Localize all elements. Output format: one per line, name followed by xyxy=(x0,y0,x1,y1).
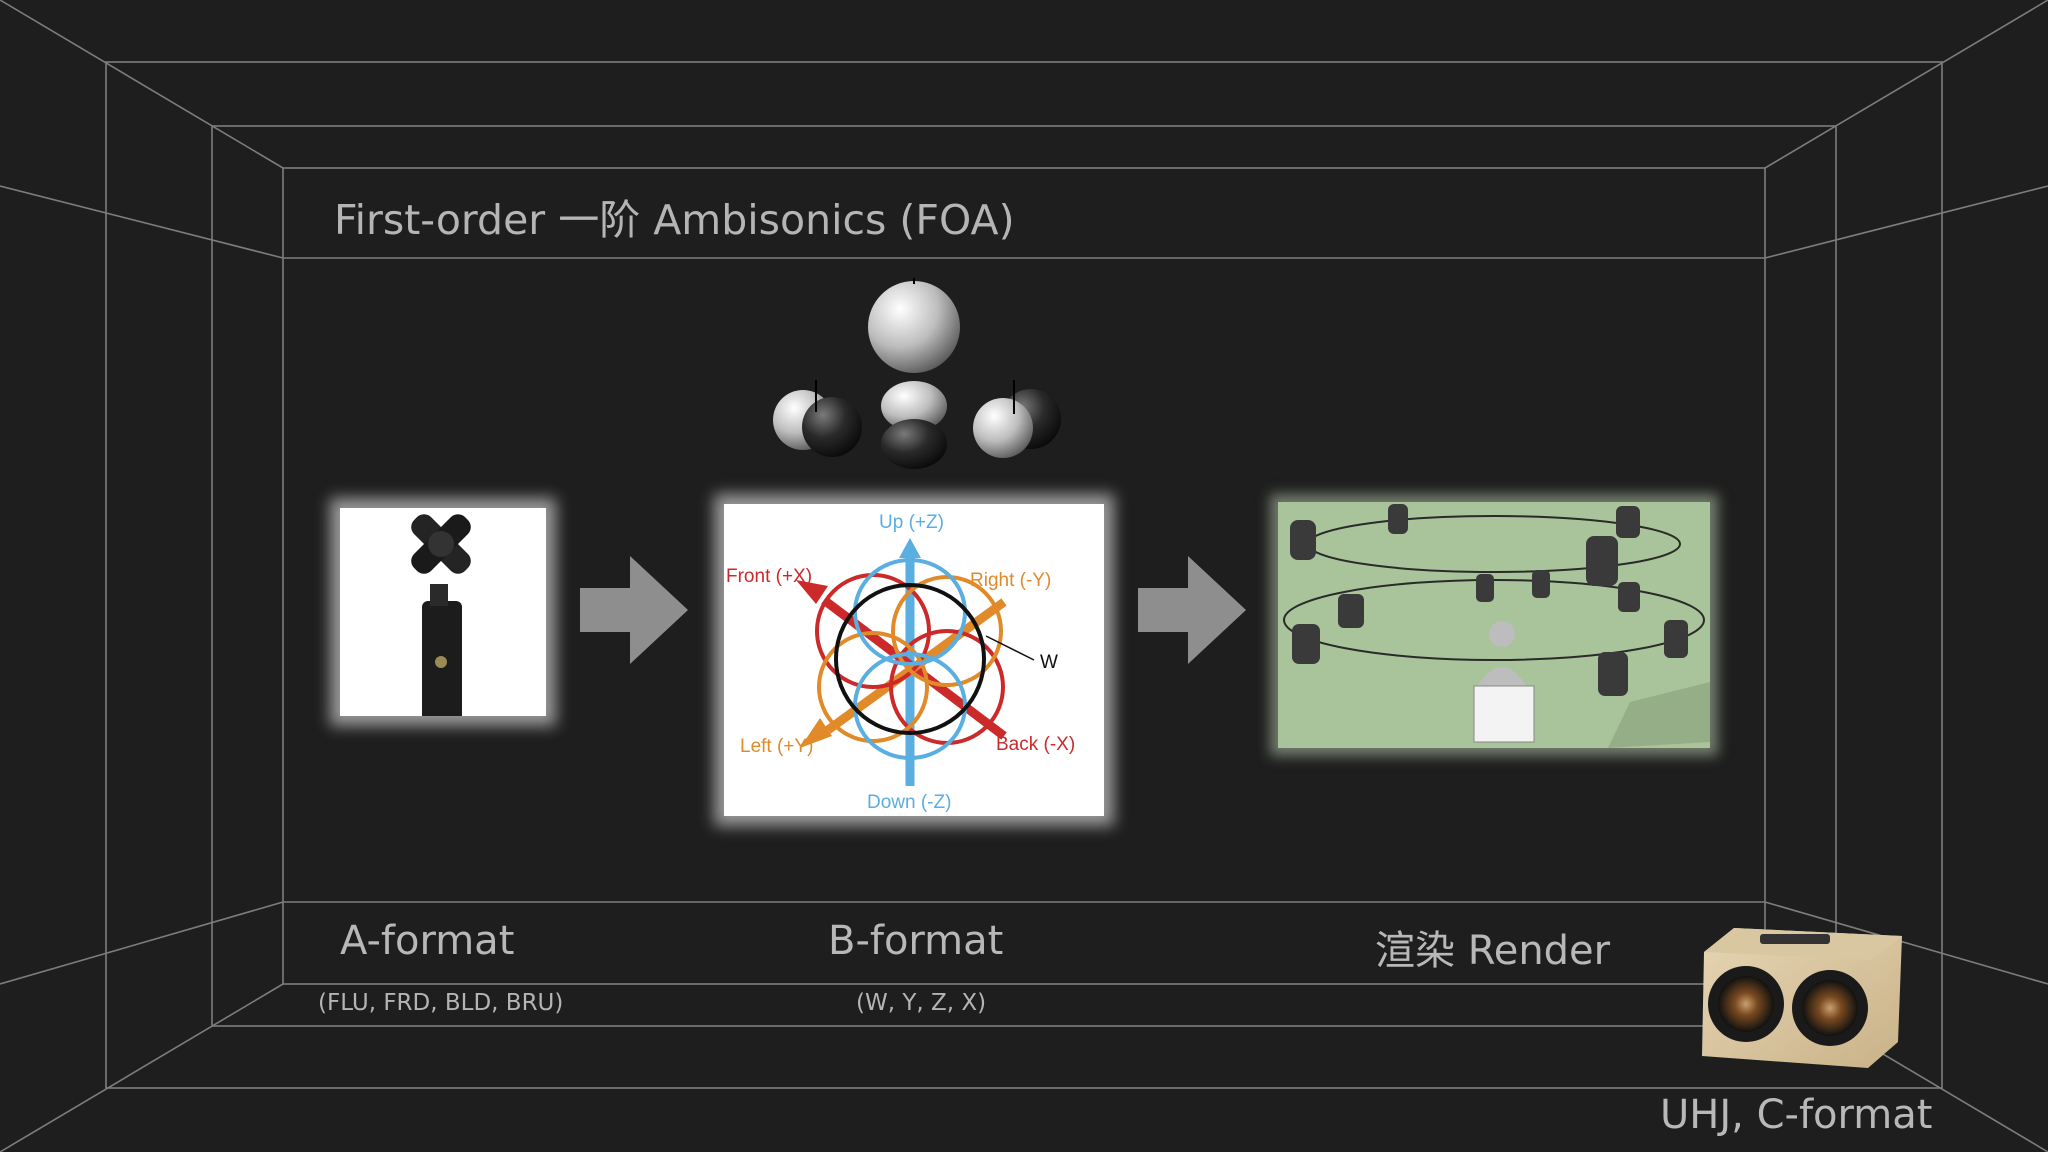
stage-label-render: 渲染 Render xyxy=(1375,928,1611,974)
label-w: W xyxy=(1040,652,1058,673)
label-back: Back (-X) xyxy=(996,734,1075,755)
arrow-right-icon xyxy=(580,556,688,664)
label-up: Up (+Z) xyxy=(879,512,944,533)
stage-label-a-format: A-format xyxy=(340,918,515,964)
stage-sub-a-format: (FLU, FRD, BLD, BRU) xyxy=(318,990,564,1016)
label-right: Right (-Y) xyxy=(970,570,1051,591)
label-left: Left (+Y) xyxy=(740,736,813,757)
a-format-mic-photo xyxy=(340,508,546,716)
stage-sub-b-format: (W, Y, Z, X) xyxy=(856,990,987,1016)
footer-label: UHJ, C-format xyxy=(1660,1092,1933,1138)
speaker-array-icon xyxy=(1283,504,1710,748)
arrow-right-icon xyxy=(1138,556,1246,664)
spherical-harmonics-icon xyxy=(773,278,1061,469)
wooden-stereo-speaker-icon xyxy=(1702,928,1902,1068)
soundfield-microphone-icon xyxy=(411,514,471,716)
stage-label-b-format: B-format xyxy=(828,918,1004,964)
b-format-diagram: Up (+Z) Down (-Z) Front (+X) Back (-X) L… xyxy=(724,504,1104,816)
slide-title: First-order 一阶 Ambisonics (FOA) xyxy=(334,196,1015,244)
label-front: Front (+X) xyxy=(726,566,812,587)
label-down: Down (-Z) xyxy=(867,792,951,813)
render-scene xyxy=(1278,502,1710,748)
